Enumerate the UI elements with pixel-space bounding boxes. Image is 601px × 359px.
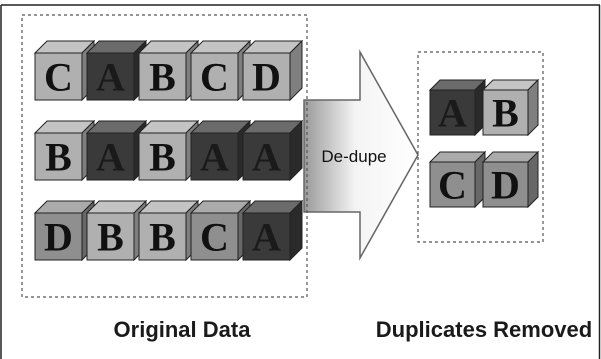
cube-letter: B <box>492 91 519 136</box>
cube-letter: B <box>149 215 176 260</box>
cube-letter: A <box>96 135 125 180</box>
cube-front-face <box>86 132 135 181</box>
cube-letter: A <box>96 55 125 100</box>
cube-front-face <box>34 212 83 261</box>
cube-front-face <box>242 212 291 261</box>
cube-front-face <box>482 161 529 208</box>
original-cube: A <box>241 199 304 262</box>
original-cube: B <box>137 39 200 102</box>
original-cube: B <box>85 199 148 262</box>
original-cube: A <box>241 119 304 182</box>
cube-letter: A <box>252 215 281 260</box>
cube-letter: B <box>149 135 176 180</box>
cube-letter: A <box>438 91 467 136</box>
cube-front-face <box>138 132 187 181</box>
cube-front-face <box>242 132 291 181</box>
cube-letter: C <box>200 55 229 100</box>
original-cube: A <box>189 119 252 182</box>
cube-front-face <box>34 132 83 181</box>
cube-letter: A <box>252 135 281 180</box>
original-data-box <box>21 14 308 298</box>
cube-front-face <box>429 89 476 136</box>
cube-letter: B <box>149 55 176 100</box>
cube-front-face <box>138 212 187 261</box>
original-cube: C <box>33 39 96 102</box>
cube-letter: C <box>438 163 467 208</box>
original-cube: D <box>33 199 96 262</box>
deduped-cube: B <box>481 78 540 137</box>
cube-letter: C <box>200 215 229 260</box>
cube-letter: B <box>97 215 124 260</box>
original-data-caption: Original Data <box>114 317 252 342</box>
cube-front-face <box>86 52 135 101</box>
cube-front-face <box>190 52 239 101</box>
cube-front-face <box>190 132 239 181</box>
duplicates-removed-caption: Duplicates Removed <box>376 317 592 342</box>
deduped-cube: A <box>428 78 487 137</box>
cube-side-face <box>527 78 539 137</box>
arrow-label: De-dupe <box>321 147 386 166</box>
cube-letter: D <box>491 163 520 208</box>
original-cube: B <box>137 199 200 262</box>
original-cube: D <box>241 39 304 102</box>
original-cube: B <box>33 119 96 182</box>
cube-side-face <box>527 150 539 209</box>
cube-letter: C <box>44 55 73 100</box>
cube-letter: D <box>252 55 281 100</box>
cube-front-face <box>190 212 239 261</box>
deduped-cube: D <box>481 150 540 209</box>
cube-letter: B <box>45 135 72 180</box>
original-cube: A <box>85 39 148 102</box>
original-cube: C <box>189 199 252 262</box>
original-cube: A <box>85 119 148 182</box>
cube-front-face <box>138 52 187 101</box>
cube-front-face <box>482 89 529 136</box>
cube-front-face <box>429 161 476 208</box>
original-cube: C <box>189 39 252 102</box>
deduped-cube: C <box>428 150 487 209</box>
cube-front-face <box>86 212 135 261</box>
cube-letter: D <box>44 215 73 260</box>
cube-letter: A <box>200 135 229 180</box>
arrow-shape <box>303 49 419 261</box>
cube-front-face <box>242 52 291 101</box>
cube-front-face <box>34 52 83 101</box>
deduped-data-box <box>417 51 544 243</box>
dedupe-arrow: De-dupe <box>303 49 419 261</box>
original-cube: B <box>137 119 200 182</box>
